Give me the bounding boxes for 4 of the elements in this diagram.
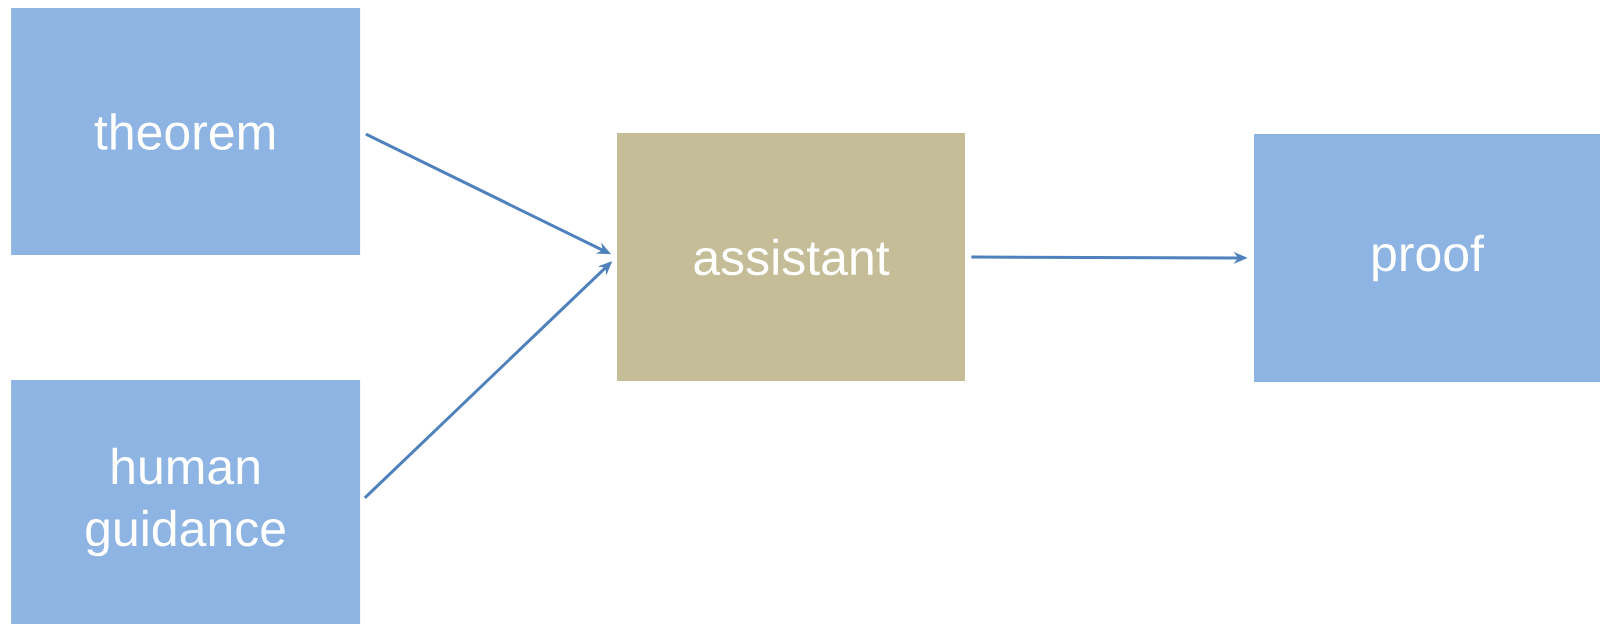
process-box: theorem [11,8,361,256]
process-box: proof [1254,134,1600,382]
process-box: assistant [617,133,965,381]
process-box: human guidance [11,380,361,624]
